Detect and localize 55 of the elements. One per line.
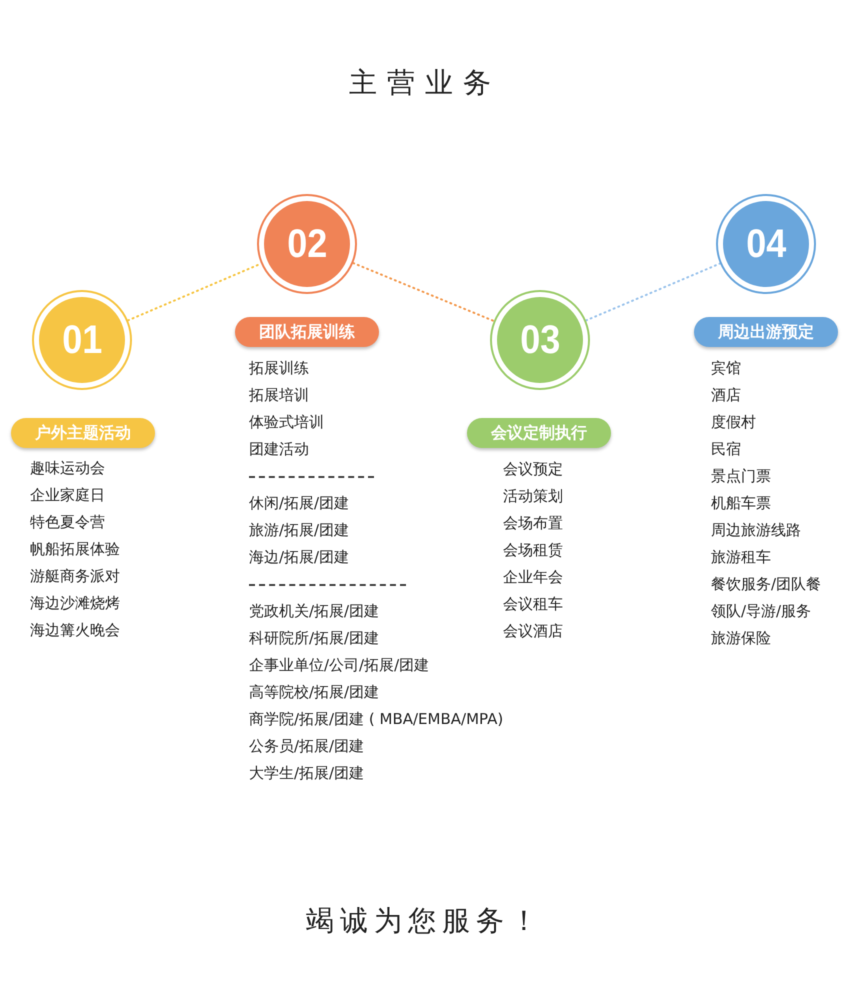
category-title: 会议定制执行	[491, 425, 587, 441]
category-title: 户外主题活动	[35, 425, 131, 441]
page-title: 主营业务	[348, 65, 502, 101]
list-item: 特色夏令营	[30, 512, 105, 533]
category-pill	[235, 317, 379, 347]
list-item: 海边/拓展/团建	[249, 547, 350, 568]
category-title: 团队拓展训练	[259, 324, 355, 340]
list-item: 度假村	[711, 412, 756, 433]
list-item: 民宿	[711, 439, 741, 460]
list-item: 会场布置	[503, 513, 563, 534]
list-item: 拓展培训	[249, 385, 309, 406]
dotted-connector	[585, 262, 721, 322]
list-item: 游艇商务派对	[30, 566, 120, 587]
list-item: 会议酒店	[503, 621, 563, 642]
list-item: 企业家庭日	[30, 485, 105, 506]
list-item: 海边篝火晚会	[30, 620, 120, 641]
list-item: 趣味运动会	[30, 458, 105, 479]
list-item: 企事业单位/公司/拓展/团建	[249, 655, 430, 676]
list-item: 酒店	[711, 385, 741, 406]
list-item: 体验式培训	[249, 412, 324, 433]
list-item: 领队/导游/服务	[711, 601, 812, 622]
circle-number: 04	[746, 224, 786, 264]
list-item: 旅游租车	[711, 547, 771, 568]
list-item: 海边沙滩烧烤	[30, 593, 120, 614]
slogan: 竭诚为您服务！	[305, 903, 545, 939]
category-pill	[694, 317, 838, 347]
list-item: 景点门票	[711, 466, 771, 487]
list-item: 机船车票	[711, 493, 771, 514]
list-item: 旅游保险	[711, 628, 771, 649]
list-item: 餐饮服务/团队餐	[711, 574, 822, 595]
list-item: 宾馆	[711, 358, 741, 379]
list-item: 拓展训练	[249, 358, 309, 379]
list-item: 科研院所/拓展/团建	[249, 628, 380, 649]
list-item: 党政机关/拓展/团建	[249, 601, 380, 622]
list-item: 高等院校/拓展/团建	[249, 682, 380, 703]
list-item: 大学生/拓展/团建	[249, 763, 364, 784]
circle-number: 02	[286, 224, 328, 264]
category-pill	[11, 418, 155, 448]
list-item: 团建活动	[249, 439, 309, 460]
list-item: 会场租赁	[503, 540, 563, 561]
circle-number: 01	[62, 320, 102, 360]
list-item: 休闲/拓展/团建	[249, 493, 350, 514]
category-pill	[467, 418, 611, 448]
circle-number: 03	[520, 320, 560, 360]
list-item: 活动策划	[503, 486, 563, 507]
list-item: 商学院/拓展/团建 ( MBA/EMBA/MPA)	[249, 709, 504, 730]
category-title: 周边出游预定	[718, 324, 814, 340]
dotted-connector	[352, 262, 495, 322]
list-item: 会议租车	[503, 594, 563, 615]
list-item: 会议预定	[503, 459, 563, 480]
list-item: 企业年会	[503, 567, 563, 588]
list-item: 周边旅游线路	[711, 520, 801, 541]
list-item: 公务员/拓展/团建	[249, 736, 364, 757]
list-item: 帆船拓展体验	[30, 539, 120, 560]
list-item: 旅游/拓展/团建	[249, 520, 350, 541]
